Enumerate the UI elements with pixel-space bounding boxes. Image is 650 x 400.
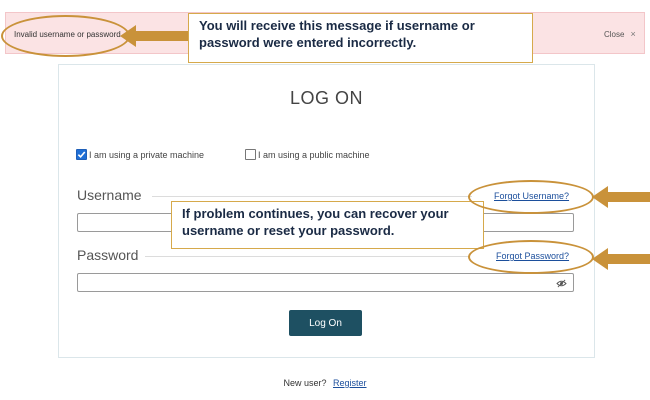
public-machine-checkbox[interactable]	[245, 149, 256, 160]
arrow-left-icon	[592, 186, 650, 208]
public-machine-label: I am using a public machine	[258, 149, 370, 160]
password-divider	[145, 256, 470, 257]
error-highlight-ellipse	[1, 15, 130, 57]
private-machine-label: I am using a private machine	[89, 149, 205, 160]
register-link[interactable]: Register	[333, 378, 367, 388]
close-button[interactable]: Close ×	[604, 29, 636, 39]
password-label: Password	[77, 247, 139, 263]
private-machine-checkbox[interactable]	[76, 149, 87, 160]
register-row: New user? Register	[0, 378, 650, 388]
close-icon: ×	[630, 29, 636, 39]
eye-slash-icon[interactable]	[556, 279, 567, 288]
callout-recovery-explanation: If problem continues, you can recover yo…	[171, 201, 484, 249]
forgot-username-highlight-ellipse	[468, 180, 594, 214]
arrow-left-icon	[592, 248, 650, 270]
public-machine-option[interactable]: I am using a public machine	[245, 149, 370, 160]
checkmark-icon	[77, 151, 86, 159]
page-title: LOG ON	[289, 88, 363, 108]
forgot-password-highlight-ellipse	[468, 240, 594, 274]
private-machine-option[interactable]: I am using a private machine	[76, 149, 204, 160]
password-input[interactable]	[77, 273, 574, 292]
log-on-button[interactable]: Log On	[289, 310, 362, 336]
new-user-text: New user?	[283, 378, 327, 388]
close-label: Close	[604, 29, 625, 39]
username-label: Username	[77, 187, 142, 203]
username-divider	[152, 196, 472, 197]
arrow-left-icon	[120, 25, 188, 47]
callout-error-explanation: You will receive this message if usernam…	[188, 13, 533, 63]
